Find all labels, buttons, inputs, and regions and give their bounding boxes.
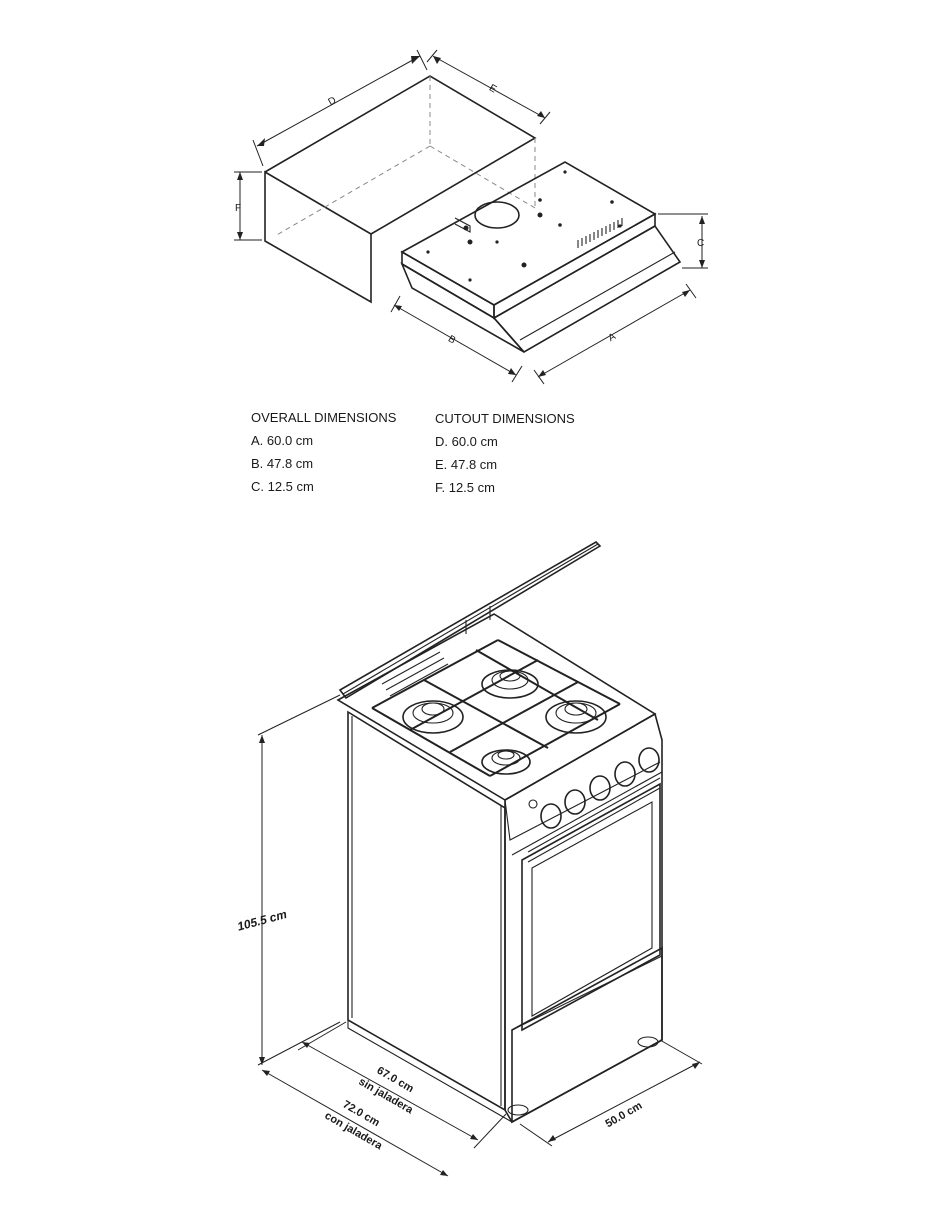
stove-grates (371, 639, 621, 777)
stove-knobs (528, 747, 660, 829)
cutout-dimension-e: E. 47.8 cm (435, 457, 498, 472)
stove-lid (338, 540, 602, 700)
dimension-lines (234, 49, 708, 385)
range-hood (400, 161, 682, 354)
igniter-button (528, 799, 538, 809)
dimension-arrows (237, 56, 705, 377)
burner-front (481, 749, 531, 775)
overall-dimensions: OVERALL DIMENSIONS A. 60.0 cm B. 47.8 cm… (251, 410, 396, 502)
overall-dimensions-heading: OVERALL DIMENSIONS (251, 410, 397, 425)
knob-4 (614, 761, 636, 787)
stove-burners (402, 669, 607, 775)
stove-body (336, 613, 663, 1124)
burner-right (545, 700, 607, 734)
stove-width-label: 50.0 cm (603, 1100, 644, 1131)
dim-letter-d: D (327, 95, 339, 108)
overall-dimension-b: B. 47.8 cm (251, 456, 314, 471)
dim-letter-e: E (487, 83, 499, 96)
knob-5 (638, 747, 660, 773)
dim-letter-f: F (235, 203, 241, 214)
cutout-dimensions-heading: CUTOUT DIMENSIONS (435, 411, 575, 426)
dim-letter-a: A (607, 331, 619, 344)
stove-back-vent (381, 651, 449, 697)
knob-2 (564, 789, 586, 815)
stove-dimension-arrows (259, 735, 700, 1176)
dim-letter-b: B (446, 334, 458, 347)
hood-diagram: D E F C B A (234, 49, 708, 385)
hood-mounting-holes (426, 170, 622, 282)
hood-vent-slots (577, 218, 623, 248)
knob-3 (589, 775, 611, 801)
dim-letter-c: C (697, 238, 704, 249)
burner-left (402, 700, 464, 734)
burner-back (481, 669, 539, 699)
cutout-box (264, 75, 537, 304)
cutout-dimension-f: F. 12.5 cm (435, 480, 495, 495)
cutout-dimension-d: D. 60.0 cm (435, 434, 498, 449)
cutout-dimensions: CUTOUT DIMENSIONS D. 60.0 cm E. 47.8 cm … (435, 411, 575, 503)
knob-1 (540, 803, 562, 829)
overall-dimension-c: C. 12.5 cm (251, 479, 314, 494)
overall-dimension-a: A. 60.0 cm (251, 433, 314, 448)
